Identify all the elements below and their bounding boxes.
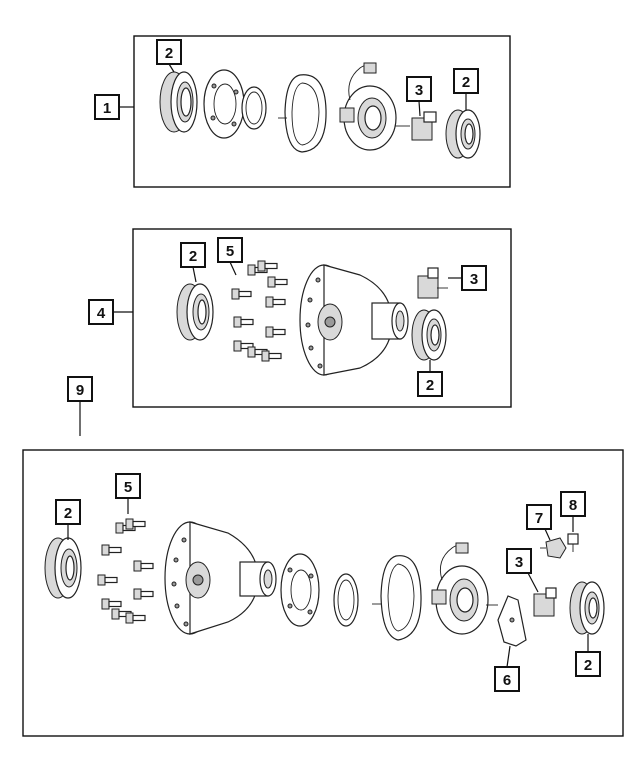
bearing-part[interactable] — [176, 283, 214, 341]
bolt-head — [261, 350, 270, 362]
bolt-head — [133, 588, 142, 600]
callout-label: 7 — [535, 510, 543, 527]
callout-9[interactable]: 9 — [67, 376, 93, 402]
callout-label: 2 — [426, 377, 434, 394]
bolt-shank — [238, 290, 252, 298]
bolt-shank — [108, 600, 122, 608]
callout-label: 6 — [503, 672, 511, 689]
bolt-head — [111, 608, 120, 620]
bolt-shank — [264, 262, 278, 270]
callout-2[interactable]: 2 — [417, 371, 443, 397]
callout-1[interactable]: 1 — [94, 94, 120, 120]
sensor-part[interactable] — [533, 587, 557, 617]
bolt-head — [231, 288, 240, 300]
callout-4[interactable]: 4 — [88, 299, 114, 325]
callout-2[interactable]: 2 — [575, 651, 601, 677]
bolt-shank — [140, 562, 154, 570]
callout-label: 2 — [64, 505, 72, 522]
bolt-shank — [132, 520, 146, 528]
callout-label: 3 — [470, 271, 478, 288]
callout-2[interactable]: 2 — [180, 242, 206, 268]
assembly-group-9: 9 — [22, 376, 624, 737]
bolt-head — [97, 574, 106, 586]
bolt-shank — [104, 576, 118, 584]
callout-7[interactable]: 7 — [526, 504, 552, 530]
bolt-shank — [272, 298, 286, 306]
group-1-frame — [133, 35, 511, 188]
bolt-shank — [140, 590, 154, 598]
snap-ring-part[interactable] — [333, 573, 359, 627]
callout-label: 3 — [415, 82, 423, 99]
callout-3[interactable]: 3 — [461, 265, 487, 291]
callout-label: 2 — [462, 74, 470, 91]
bolt-head — [267, 276, 276, 288]
callout-label: 2 — [189, 248, 197, 265]
bolt-shank — [240, 318, 254, 326]
bolt-head — [247, 264, 256, 276]
bolt-head — [125, 518, 134, 530]
differential-case-part[interactable] — [164, 521, 277, 635]
callout-6[interactable]: 6 — [494, 666, 520, 692]
bolt-shank — [108, 546, 122, 554]
bolt-shank — [132, 614, 146, 622]
callout-label: 2 — [165, 45, 173, 62]
bolt-shank — [268, 352, 282, 360]
callout-2[interactable]: 2 — [453, 68, 479, 94]
sensor-part[interactable] — [395, 111, 437, 141]
tone-ring-part[interactable] — [280, 553, 320, 627]
callout-label: 9 — [76, 382, 84, 399]
bearing-part[interactable] — [44, 537, 82, 599]
sensor-part[interactable] — [417, 267, 448, 299]
connector-part[interactable] — [540, 537, 567, 559]
mounting-bracket-part[interactable] — [486, 595, 527, 647]
callout-3[interactable]: 3 — [406, 76, 432, 102]
tone-ring-part[interactable] — [203, 69, 245, 139]
callout-label: 2 — [584, 657, 592, 674]
bearing-part[interactable] — [411, 309, 447, 361]
bolt-shank — [240, 342, 254, 350]
bolt-head — [101, 598, 110, 610]
snap-ring-part[interactable] — [241, 86, 267, 130]
callout-label: 1 — [103, 100, 111, 117]
bolt-head — [265, 326, 274, 338]
callout-5[interactable]: 5 — [217, 237, 243, 263]
callout-3[interactable]: 3 — [506, 548, 532, 574]
group-9-frame — [22, 449, 624, 737]
callout-5[interactable]: 5 — [115, 473, 141, 499]
callout-2[interactable]: 2 — [156, 39, 182, 65]
coil-part[interactable] — [431, 542, 489, 635]
bolt-set-part[interactable] — [97, 518, 154, 624]
bolt-head — [233, 340, 242, 352]
bolt-head — [265, 296, 274, 308]
bracket-ring-part[interactable] — [278, 74, 327, 153]
callout-8[interactable]: 8 — [560, 491, 586, 517]
bolt-head — [125, 612, 134, 624]
clip-part[interactable] — [567, 533, 579, 552]
assembly-group-1: 1 2 3 2 — [94, 35, 511, 188]
bearing-part[interactable] — [445, 109, 481, 159]
bearing-part[interactable] — [569, 581, 605, 635]
group-4-frame — [132, 228, 512, 408]
bolt-set-part[interactable] — [231, 260, 288, 362]
callout-2[interactable]: 2 — [55, 499, 81, 525]
bolt-head — [247, 346, 256, 358]
coil-part[interactable] — [339, 62, 397, 151]
bolt-shank — [272, 328, 286, 336]
bearing-part[interactable] — [159, 71, 198, 133]
callout-label: 8 — [569, 497, 577, 514]
bolt-head — [233, 316, 242, 328]
bolt-head — [133, 560, 142, 572]
bolt-shank — [274, 278, 288, 286]
bolt-head — [101, 544, 110, 556]
bolt-head — [115, 522, 124, 534]
callout-label: 3 — [515, 554, 523, 571]
differential-case-part[interactable] — [299, 264, 409, 376]
callout-label: 5 — [124, 479, 132, 496]
assembly-group-4: 4 2 5 3 2 — [88, 228, 512, 408]
callout-label: 4 — [97, 305, 106, 322]
callout-label: 5 — [226, 243, 234, 260]
bolt-head — [257, 260, 266, 272]
bracket-ring-part[interactable] — [372, 555, 422, 641]
